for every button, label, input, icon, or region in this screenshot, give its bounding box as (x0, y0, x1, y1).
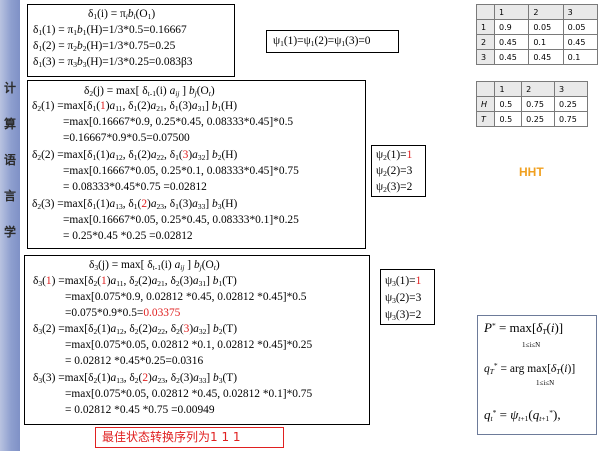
step2-line-9: = 0.25*0.45 *0.25 =0.02812 (63, 230, 193, 242)
psi2-line-1: ψ2(1)=1 (376, 149, 413, 162)
step3-line-8: =max[0.075*0.05, 0.02812 *0.45, 0.02812 … (65, 388, 313, 400)
table-cell: 3 (554, 81, 588, 97)
eq-argmax: qT* = arg max[δT(i)] (484, 361, 576, 376)
table-cell: 0.25 (554, 96, 588, 112)
init-box: δ1(i) = πibi(O1) δ1(1) = π1b1(H)=1/3*0.5… (27, 4, 235, 77)
psi2-line-3: ψ2(3)=2 (376, 181, 413, 194)
title-char: 学 (3, 225, 16, 239)
step2-line-7: δ2(3) =max[δ1(1)a13, δ1(2)a23, δ1(3)a33]… (32, 198, 238, 211)
psi2-line-2: ψ2(2)=3 (376, 165, 413, 178)
table-cell: 0.1 (562, 49, 599, 65)
table-cell: 0.75 (554, 111, 588, 127)
table-cell: 0.45 (562, 34, 599, 50)
table-cell: H (475, 96, 496, 112)
eq-range-2: 1≤i≤N (536, 379, 555, 387)
table-header-row: 1 2 3 (475, 81, 588, 97)
eq-range-1: 1≤i≤N (522, 341, 541, 349)
psi3-line-3: ψ3(3)=2 (385, 309, 422, 322)
table-cell: 0.45 (528, 49, 564, 65)
table-cell: 0.05 (562, 19, 599, 35)
table-cell: 2 (528, 4, 564, 20)
init-definition: δ1(i) = πibi(O1) (88, 8, 156, 21)
step2-line-1: δ2(1) =max[δ1(1)a11, δ1(2)a21, δ1(3)a31]… (32, 100, 237, 113)
table-cell: 2 (521, 81, 556, 97)
table-cell: 0.9 (494, 19, 530, 35)
emission-table: 1 2 3 H 0.5 0.75 0.25 T 0.5 0.25 0.75 (475, 81, 588, 127)
step2-box: δ2(j) = max[ δt-1(i) aij ] bj(Ot) δ2(1) … (27, 80, 366, 249)
eq-termination: P* = max[δT(i)] (484, 320, 564, 336)
table-cell: 0.5 (494, 111, 523, 127)
title-char: 语 (3, 153, 16, 167)
step3-definition: δ3(j) = max[ δt-1(i) aij ] bj(Ot) (89, 259, 220, 272)
step2-line-6: = 0.08333*0.45*0.75 =0.02812 (63, 181, 207, 193)
step3-line-6: = 0.02812 *0.45*0.25=0.0316 (65, 355, 204, 367)
result-sequence: 最佳状态转换序列为1 1 1 (95, 427, 284, 448)
title-char: 算 (3, 117, 16, 131)
table-cell: T (475, 111, 496, 127)
table-row: H 0.5 0.75 0.25 (475, 96, 588, 112)
vertical-title: 计 算 语 言 学 (1, 70, 19, 250)
title-char: 计 (3, 81, 16, 95)
table-cell: 0.45 (494, 34, 530, 50)
psi2-box: ψ2(1)=1 ψ2(2)=3 ψ2(3)=2 (371, 145, 426, 197)
table-cell: 1 (494, 4, 530, 20)
table-cell (475, 4, 496, 20)
step2-line-8: =max[0.16667*0.05, 0.25*0.45, 0.08333*0.… (63, 214, 299, 226)
table-cell (475, 81, 496, 97)
sidebar: 计 算 语 言 学 (0, 0, 20, 451)
eq-backtrack: qt* = ψt+1(qt+1*), (484, 407, 561, 423)
step2-line-3: =0.16667*0.9*0.5=0.07500 (63, 132, 190, 144)
step3-line-2: =max[0.075*0.9, 0.02812 *0.45, 0.02812 *… (65, 291, 307, 303)
transition-table: 1 2 3 1 0.9 0.05 0.05 2 0.45 0.1 0.45 3 … (475, 4, 599, 65)
psi1-line: ψ1(1)=ψ1(2)=ψ1(3)=0 (273, 35, 371, 48)
table-row: T 0.5 0.25 0.75 (475, 111, 588, 127)
table-header-row: 1 2 3 (475, 4, 599, 20)
table-row: 2 0.45 0.1 0.45 (475, 34, 599, 50)
init-line-2: δ1(2) = π2b2(H)=1/3*0.75=0.25 (33, 40, 176, 53)
table-cell: 0.75 (521, 96, 556, 112)
table-cell: 0.1 (528, 34, 564, 50)
table-row: 3 0.45 0.45 0.1 (475, 49, 599, 65)
step2-definition: δ2(j) = max[ δt-1(i) aij ] bj(Ot) (84, 85, 215, 98)
step3-box: δ3(j) = max[ δt-1(i) aij ] bj(Ot) δ3(1) … (24, 255, 370, 425)
step3-line-5: =max[0.075*0.05, 0.02812 *0.1, 0.02812 *… (65, 339, 313, 351)
step2-line-2: =max[0.16667*0.9, 0.25*0.45, 0.08333*0.4… (63, 116, 294, 128)
table-cell: 1 (475, 19, 496, 35)
observation-label: HHT (519, 165, 544, 179)
table-cell: 0.05 (528, 19, 564, 35)
init-line-1: δ1(1) = π1b1(H)=1/3*0.5=0.16667 (33, 24, 187, 37)
init-line-3: δ1(3) = π3b3(H)=1/3*0.25=0.083β3 (33, 56, 193, 69)
table-cell: 2 (475, 34, 496, 50)
step3-line-7: δ3(3) =max[δ2(1)a13, δ2(2)a23, δ2(3)a33]… (33, 372, 237, 385)
table-cell: 0.25 (521, 111, 556, 127)
psi3-line-2: ψ3(2)=3 (385, 292, 422, 305)
step2-line-4: δ2(2) =max[δ1(1)a12, δ1(2)a22, δ1(3)a32]… (32, 149, 238, 162)
psi1-box: ψ1(1)=ψ1(2)=ψ1(3)=0 (266, 30, 399, 53)
step3-line-4: δ3(2) =max[δ2(1)a12, δ2(2)a22, δ2(3)a32]… (33, 323, 237, 336)
psi3-box: ψ3(1)=1 ψ3(2)=3 ψ3(3)=2 (380, 269, 435, 325)
table-cell: 0.45 (494, 49, 530, 65)
table-cell: 3 (475, 49, 496, 65)
table-cell: 0.5 (494, 96, 523, 112)
title-char: 言 (3, 189, 16, 203)
step3-line-3: =0.075*0.9*0.5=0.03375 (65, 307, 181, 319)
table-row: 1 0.9 0.05 0.05 (475, 19, 599, 35)
viterbi-equations-box: P* = max[δT(i)] 1≤i≤N qT* = arg max[δT(i… (477, 315, 597, 435)
step3-line-1: δ3(1) =max[δ2(1)a11, δ2(2)a21, δ2(3)a31]… (33, 275, 237, 288)
step2-line-5: =max[0.16667*0.05, 0.25*0.1, 0.08333*0.4… (63, 165, 299, 177)
psi3-line-1: ψ3(1)=1 (385, 275, 422, 288)
table-cell: 1 (494, 81, 523, 97)
table-cell: 3 (562, 4, 599, 20)
step3-line-9: = 0.02812 *0.45 *0.75 =0.00949 (65, 404, 215, 416)
